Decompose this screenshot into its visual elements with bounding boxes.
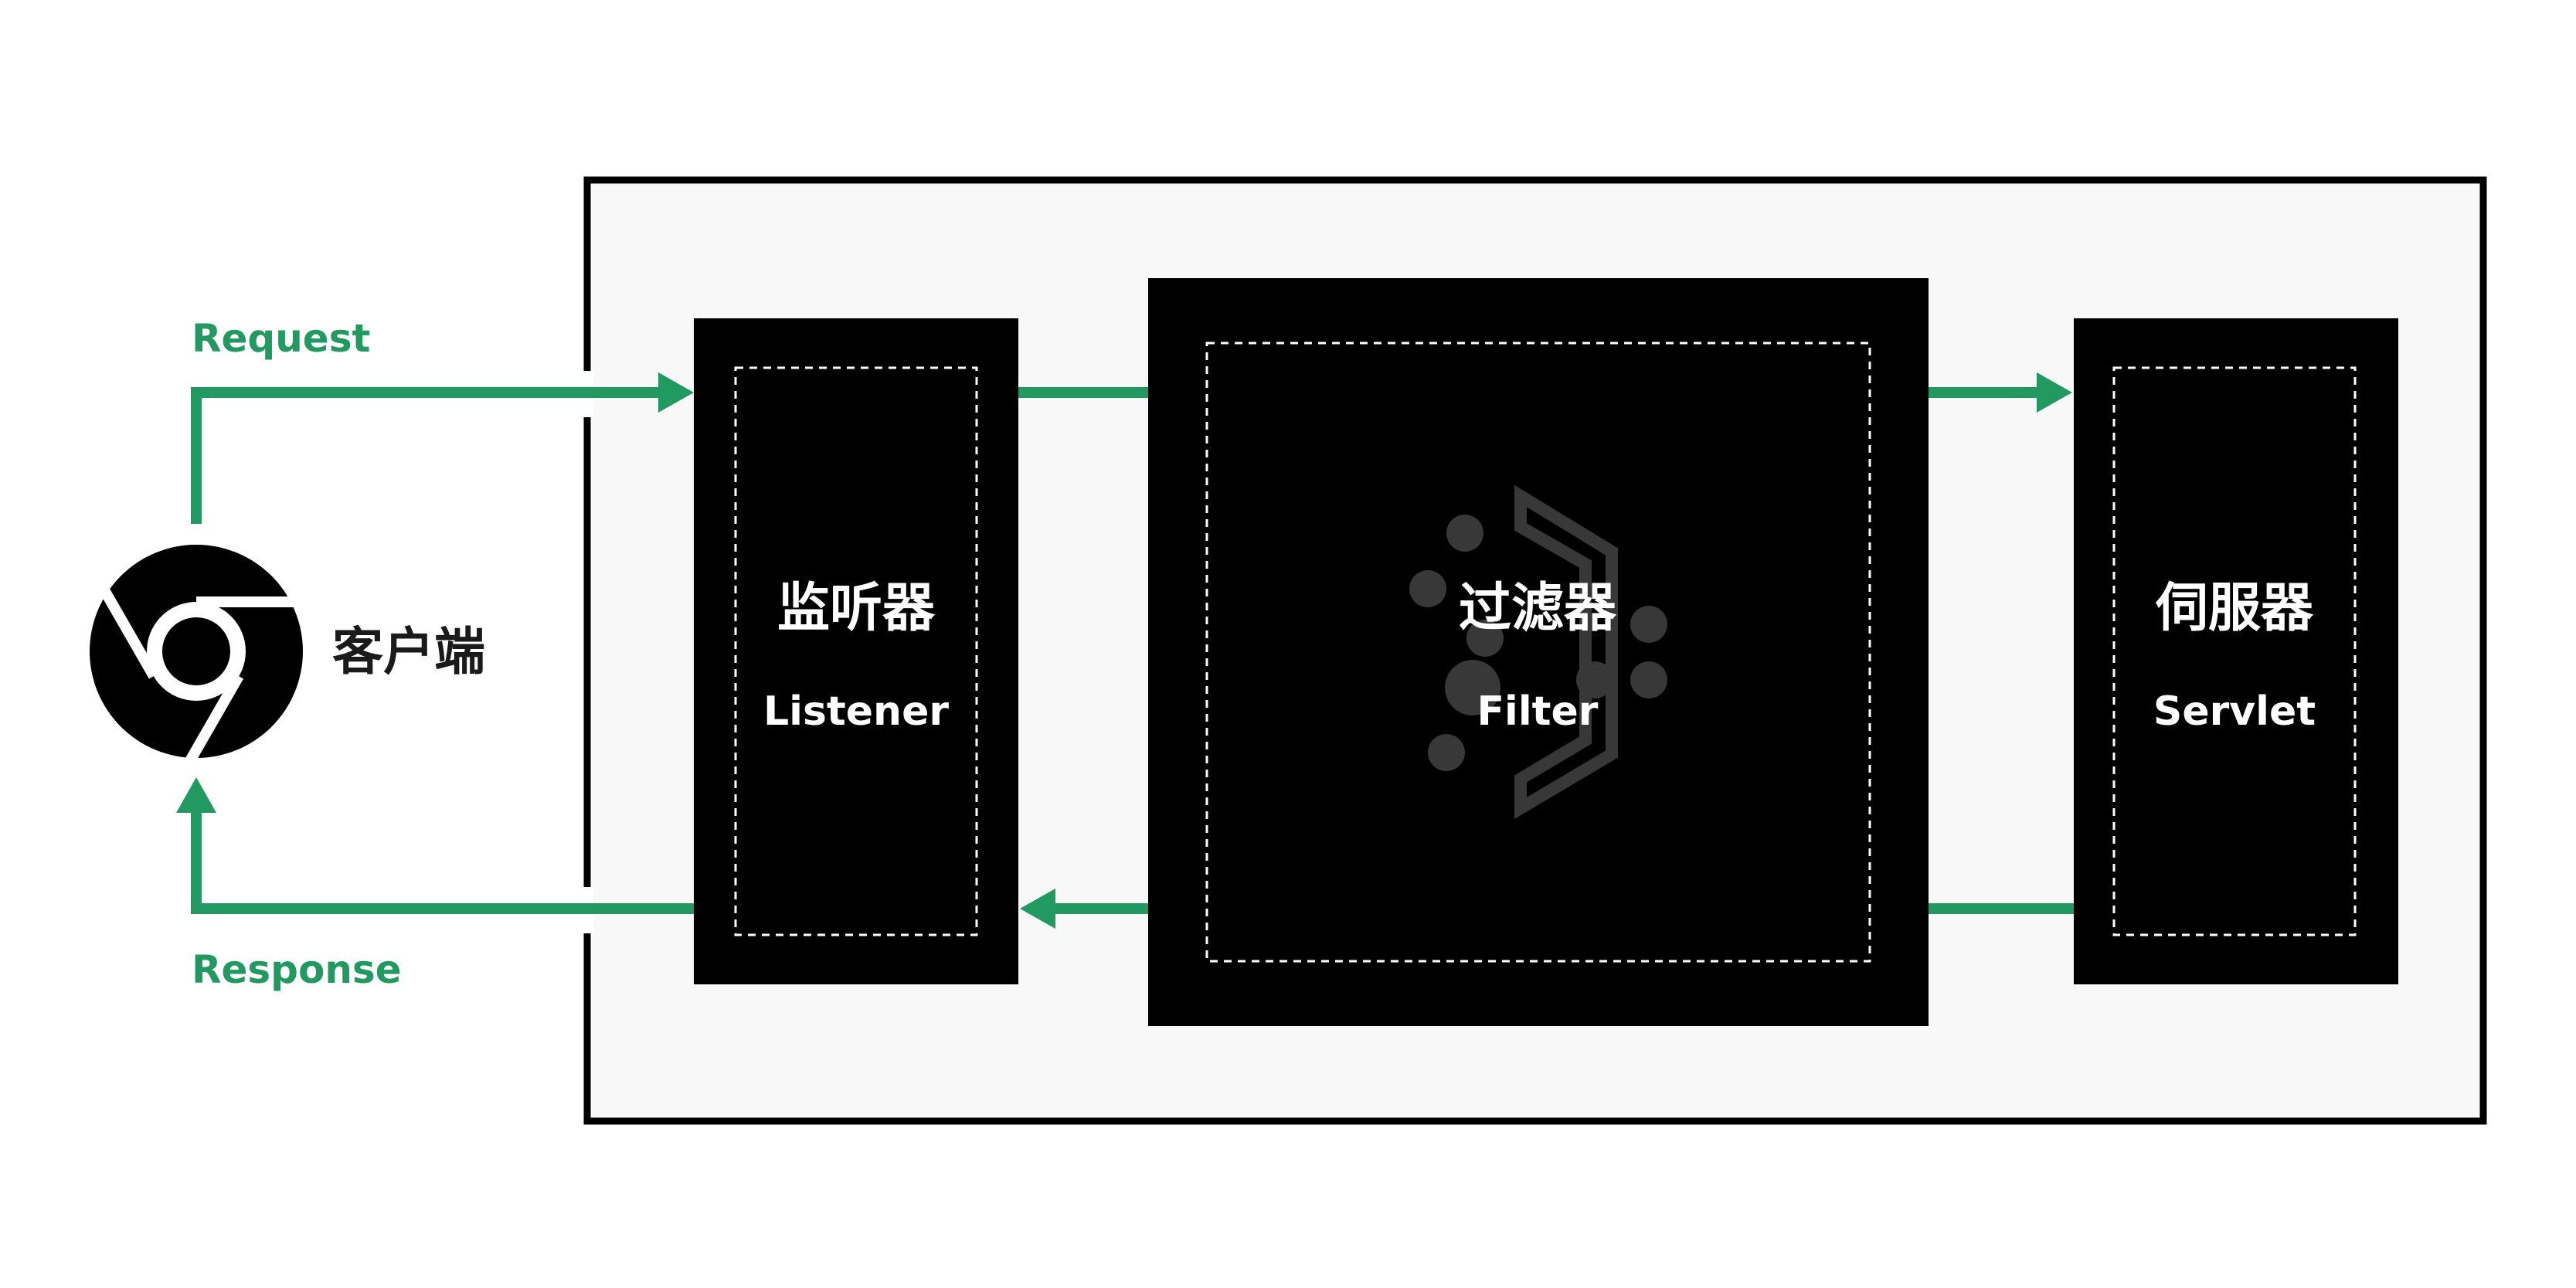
filter-to-listener-arrowhead bbox=[1020, 889, 1055, 929]
filter-subtitle: Filter bbox=[1477, 688, 1599, 735]
filter-box: 过滤器 Filter bbox=[1148, 278, 1929, 1026]
listener-title: 监听器 bbox=[777, 578, 936, 639]
response-arrow bbox=[191, 808, 694, 914]
response-arrowhead bbox=[176, 777, 216, 813]
request-arrow bbox=[191, 387, 658, 524]
filter-to-servlet-arrowhead bbox=[2037, 372, 2072, 413]
chrome-browser-icon bbox=[90, 545, 303, 772]
servlet-box: 伺服器 Servlet bbox=[2074, 318, 2398, 984]
request-arrowhead bbox=[658, 372, 694, 413]
filter-logo-icon bbox=[1409, 484, 1667, 820]
listener-subtitle: Listener bbox=[763, 688, 949, 735]
servlet-title: 伺服器 bbox=[2155, 578, 2314, 639]
client-label: 客户端 bbox=[332, 622, 485, 681]
request-label: Request bbox=[192, 316, 370, 361]
filter-title: 过滤器 bbox=[1459, 578, 1617, 639]
servlet-subtitle: Servlet bbox=[2153, 688, 2316, 735]
response-label: Response bbox=[192, 947, 402, 992]
listener-box: 监听器 Listener bbox=[694, 318, 1018, 984]
